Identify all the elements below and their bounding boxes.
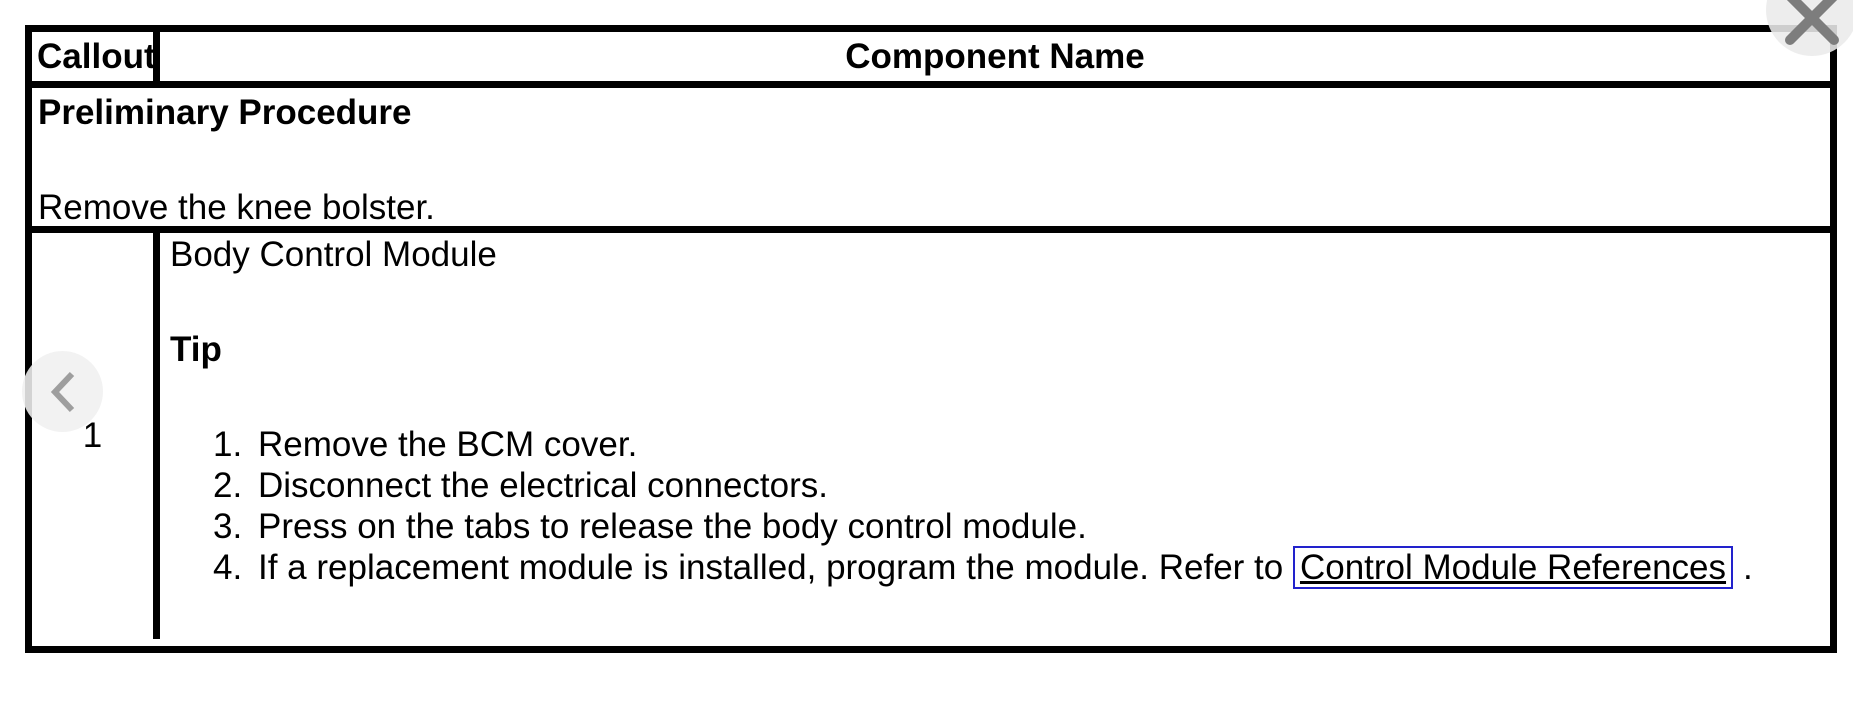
list-item: 2. Disconnect the electrical connectors. [170, 465, 1820, 506]
component-name: Body Control Module [170, 235, 497, 274]
list-item: 3. Press on the tabs to release the body… [170, 506, 1820, 547]
component-description-cell: Body Control Module Tip 1. Remove the BC… [160, 233, 1830, 639]
callout-number-cell: 1 [32, 233, 160, 639]
close-icon [1784, 0, 1840, 45]
callout-column-header: Callout [32, 32, 160, 81]
component-callout-table: Callout Component Name Preliminary Proce… [25, 25, 1837, 653]
list-item: 1. Remove the BCM cover. [170, 424, 1820, 465]
chevron-left-icon [48, 369, 78, 415]
step-text: Remove the BCM cover. [258, 425, 638, 464]
step-number: 2. [213, 466, 243, 505]
step-number: 3. [213, 507, 243, 546]
step-text: Disconnect the electrical connectors. [258, 466, 828, 505]
control-module-references-link[interactable]: Control Module References [1292, 546, 1734, 589]
procedure-steps-list: 1. Remove the BCM cover. 2. Disconnect t… [170, 424, 1820, 589]
tip-label: Tip [170, 330, 222, 369]
component-name-column-header: Component Name [160, 32, 1830, 81]
preliminary-procedure-heading: Preliminary Procedure [38, 93, 412, 132]
callout-header-label: Callout [37, 36, 156, 76]
preliminary-procedure-instruction: Remove the knee bolster. [38, 188, 435, 227]
step-text-suffix: . [1743, 548, 1753, 587]
step-number: 1. [213, 425, 243, 464]
step-text: If a replacement module is installed, pr… [258, 546, 1820, 589]
component-header-label: Component Name [845, 36, 1145, 76]
preliminary-procedure-row: Preliminary Procedure Remove the knee bo… [32, 88, 1830, 233]
callout-number: 1 [82, 416, 103, 455]
step-text: Press on the tabs to release the body co… [258, 507, 1087, 546]
list-item: 4. If a replacement module is installed,… [170, 546, 1820, 589]
previous-button[interactable] [22, 351, 103, 432]
step-number: 4. [213, 548, 243, 587]
step-text-prefix: If a replacement module is installed, pr… [258, 548, 1293, 587]
table-row: 1 Body Control Module Tip 1. Remove the … [32, 233, 1830, 639]
table-header-row: Callout Component Name [32, 32, 1830, 88]
